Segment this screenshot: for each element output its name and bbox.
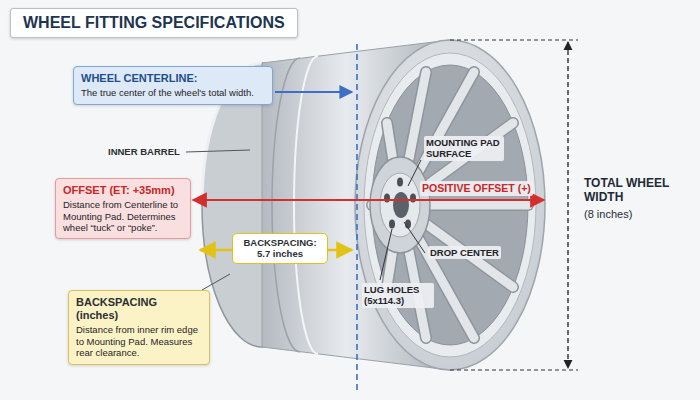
callout-box: WHEEL CENTERLINE: The true center of the … (73, 66, 273, 105)
dimension-label: POSITIVE OFFSET (+) (420, 181, 533, 196)
barrel-groove (294, 56, 318, 354)
leader-line (186, 150, 250, 152)
box-heading: BACKSPACING (inches) (76, 296, 202, 322)
leader-line (202, 274, 230, 290)
part-label: INNER BARREL (108, 146, 180, 157)
centerline (356, 44, 358, 392)
leader-line (404, 222, 425, 253)
mounting-pad (380, 173, 420, 237)
box-heading: WHEEL CENTERLINE: (81, 72, 265, 85)
box-body: The true center of the wheel's total wid… (81, 87, 265, 98)
hub (370, 157, 430, 253)
callout-arrow (275, 91, 352, 93)
lug-hole (397, 178, 403, 187)
leader-line (380, 229, 392, 280)
callout-box: OFFSET (ET: +35mm) Distance from Centerli… (55, 178, 191, 239)
box-body: Distance from inner rim edge to Mounting… (76, 324, 202, 358)
lug-hole (410, 194, 416, 203)
box-heading: OFFSET (ET: +35mm) (63, 184, 183, 197)
barrel-groove (272, 58, 300, 352)
offset-arrow (193, 199, 544, 201)
dimension-tick (450, 40, 578, 41)
outer-rim (355, 40, 545, 370)
center-bore (393, 192, 409, 218)
part-label: LUG HOLES (5x114.3) (362, 283, 434, 308)
dimension-value: (8 inches) (584, 208, 632, 221)
dimension-line (567, 42, 568, 368)
box-body: Distance from Centerline to Mounting Pad… (63, 199, 183, 233)
title-box: WHEEL FITTING SPECIFICATIONS (10, 8, 298, 38)
lug-hole (384, 194, 390, 203)
lug-hole (389, 220, 395, 229)
part-label: DROP CENTER (428, 246, 501, 259)
rim-lip (364, 53, 536, 357)
callout-box: BACKSPACING (inches)Distance from inner … (68, 290, 210, 365)
dimension-tick (450, 370, 578, 371)
dimension-label: BACKSPACING: 5.7 inches (232, 233, 328, 264)
diagram-title: WHEEL FITTING SPECIFICATIONS (23, 14, 285, 32)
dimension-label: TOTAL WHEEL WIDTH (584, 176, 684, 205)
part-label: MOUNTING PAD SURFACE (424, 136, 504, 161)
